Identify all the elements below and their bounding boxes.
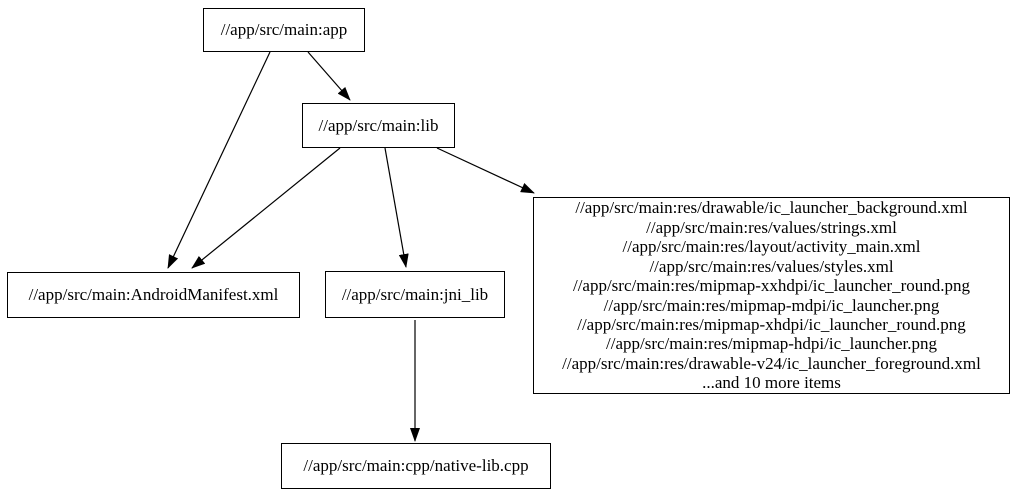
node-res-group: //app/src/main:res/drawable/ic_launcher_… [533, 197, 1010, 394]
edge-lib-to-android-manifest [191, 147, 341, 269]
node-jni-lib-label: //app/src/main:jni_lib [341, 284, 489, 304]
node-app: //app/src/main:app [203, 8, 365, 52]
res-item: //app/src/main:res/layout/activity_main.… [622, 237, 921, 257]
res-item: //app/src/main:res/values/strings.xml [646, 217, 897, 237]
res-item: //app/src/main:res/values/styles.xml [649, 256, 894, 276]
node-native-lib-cpp: //app/src/main:cpp/native-lib.cpp [281, 443, 551, 489]
res-item: //app/src/main:res/drawable-v24/ic_launc… [562, 353, 981, 373]
res-item: //app/src/main:res/mipmap-xhdpi/ic_launc… [577, 314, 966, 334]
node-native-lib-cpp-label: //app/src/main:cpp/native-lib.cpp [303, 456, 529, 475]
edge-lib-to-jni-lib [384, 147, 409, 268]
node-android-manifest-label: //app/src/main:AndroidManifest.xml [28, 285, 279, 304]
edge-lib-to-res-group [436, 147, 535, 194]
node-lib: //app/src/main:lib [302, 103, 455, 148]
res-item: //app/src/main:res/mipmap-hdpi/ic_launch… [606, 334, 937, 354]
res-item: //app/src/main:res/drawable/ic_launcher_… [575, 198, 968, 218]
node-jni-lib: //app/src/main:jni_lib [325, 271, 505, 318]
edge-app-to-android-manifest [167, 51, 271, 269]
node-android-manifest: //app/src/main:AndroidManifest.xml [7, 272, 300, 318]
res-group-more-items: ...and 10 more items [702, 373, 841, 393]
node-app-label: //app/src/main:app [220, 20, 348, 39]
edge-app-to-lib [307, 51, 351, 101]
res-item: //app/src/main:res/mipmap-xxhdpi/ic_laun… [572, 276, 971, 296]
node-lib-label: //app/src/main:lib [318, 115, 439, 135]
res-item: //app/src/main:res/mipmap-mdpi/ic_launch… [603, 295, 940, 315]
